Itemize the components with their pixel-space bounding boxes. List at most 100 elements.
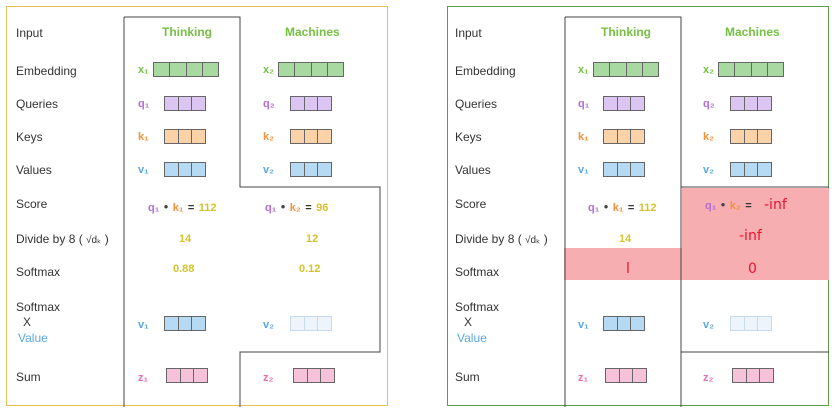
k2-label: k₂ — [703, 131, 715, 143]
softmax-1-value: l — [626, 261, 630, 277]
q1-label: q₁ — [138, 98, 150, 110]
word-thinking: Thinking — [162, 25, 212, 39]
sqrt-dk: √dₖ — [525, 235, 541, 246]
score-1: q₁ • k₁ = 112 — [588, 199, 657, 215]
right-panel-masked: Input Embedding Queries Keys Values Scor… — [447, 6, 829, 407]
row-label-divide: Divide by 8 ( √dₖ ) — [455, 233, 548, 246]
k1-label: k₁ — [578, 131, 589, 143]
sv2-label: v₂ — [263, 319, 275, 331]
row-label-sum: Sum — [16, 370, 41, 384]
v1-vector — [164, 162, 206, 177]
k2-label: k₂ — [263, 131, 275, 143]
score-2-q: q₁ — [265, 202, 277, 214]
k1-vector — [164, 129, 206, 144]
score-2-eq: = — [745, 200, 752, 212]
row-label-keys: Keys — [16, 130, 43, 144]
row-label-softmax-x-value-value: Value — [18, 331, 48, 345]
score-2-q: q₁ — [705, 200, 717, 212]
row-label-embedding: Embedding — [16, 64, 77, 78]
k1-label: k₁ — [138, 131, 149, 143]
row-label-softmax: Softmax — [16, 265, 61, 279]
divide-2-value: 12 — [306, 233, 319, 245]
score-1: q₁ • k₁ = 112 — [148, 199, 217, 215]
q1-vector — [164, 96, 206, 111]
x2-label: x₂ — [263, 64, 275, 76]
score-1-q: q₁ — [588, 202, 600, 214]
score-2-eq: = — [305, 202, 312, 214]
score-2-dot: • — [720, 197, 726, 212]
row-label-softmax-x-value-a: Softmax — [16, 300, 61, 314]
k1-vector — [603, 129, 645, 144]
z2-vector — [732, 368, 774, 383]
row-label-score: Score — [455, 197, 487, 211]
z1-label: z₁ — [138, 372, 149, 384]
row-label-queries: Queries — [16, 97, 59, 111]
k2-vector — [730, 129, 772, 144]
z1-label: z₁ — [578, 372, 589, 384]
row-label-softmax-x-value-value: Value — [457, 331, 487, 345]
row-label-values: Values — [16, 163, 52, 177]
row-label-softmax-x-value-x: X — [464, 315, 473, 329]
score-1-eq: = — [627, 202, 635, 214]
z2-label: z₂ — [703, 372, 714, 384]
v1-label: v₁ — [578, 164, 589, 176]
score-2-k: k₂ — [729, 200, 741, 212]
score-1-value: 112 — [198, 202, 217, 214]
divide-text: Divide by 8 ( — [455, 232, 522, 246]
x1-label: x₁ — [578, 64, 589, 76]
v2-vector — [290, 162, 332, 177]
row-label-softmax-x-value-a: Softmax — [455, 300, 500, 314]
score-1-k: k₁ — [612, 202, 624, 214]
softmax-2-value: 0 — [748, 261, 757, 277]
v1-vector — [603, 162, 645, 177]
row-label-sum: Sum — [455, 370, 480, 384]
z1-vector — [605, 368, 647, 383]
v2-label: v₂ — [263, 164, 275, 176]
score-2-value: 96 — [316, 202, 329, 214]
word-machines: Machines — [725, 25, 780, 39]
v1-label: v₁ — [138, 164, 149, 176]
row-label-softmax-x-value-x: X — [23, 315, 32, 329]
score-1-value: 112 — [638, 202, 657, 214]
score-2: q₁ • k₂ = 96 — [265, 199, 328, 215]
score-2-dot: • — [280, 199, 286, 214]
divide-1-value: 14 — [179, 233, 192, 245]
q2-vector — [730, 96, 772, 111]
word-machines: Machines — [285, 25, 340, 39]
divide-close: ) — [543, 232, 548, 246]
row-label-input: Input — [455, 26, 482, 40]
softmax-2-value: 0.12 — [299, 263, 321, 275]
sv1-label: v₁ — [138, 319, 149, 331]
row-label-embedding: Embedding — [455, 64, 516, 78]
x1-label: x₁ — [138, 64, 149, 76]
row-label-score: Score — [16, 197, 48, 211]
z2-label: z₂ — [263, 372, 274, 384]
q1-label: q₁ — [578, 98, 590, 110]
q2-vector — [290, 96, 332, 111]
q1-vector — [603, 96, 645, 111]
x2-vector — [278, 62, 344, 77]
q2-label: q₂ — [703, 98, 715, 110]
divide-1-value: 14 — [619, 233, 632, 245]
x2-vector — [718, 62, 784, 77]
score-1-eq: = — [187, 202, 195, 214]
sqrt-dk: √dₖ — [86, 235, 102, 246]
softmax-1-value: 0.88 — [173, 263, 195, 275]
left-panel: Input Embedding Queries Keys Values Scor… — [6, 6, 388, 407]
v2-vector — [730, 162, 772, 177]
mask-region-softmax-column-1 — [564, 248, 682, 280]
score-1-q: q₁ — [148, 202, 160, 214]
sv2-vector-faded — [730, 316, 772, 331]
divide-text: Divide by 8 ( — [16, 232, 83, 246]
score-2-k: k₂ — [289, 202, 301, 214]
z2-vector — [293, 368, 335, 383]
z1-vector — [166, 368, 208, 383]
sv1-label: v₁ — [578, 319, 589, 331]
row-label-input: Input — [16, 26, 43, 40]
sv1-vector — [164, 316, 206, 331]
divide-close: ) — [104, 232, 109, 246]
q2-label: q₂ — [263, 98, 275, 110]
v2-label: v₂ — [703, 164, 715, 176]
x1-vector — [593, 62, 659, 77]
sv2-vector-faded — [290, 316, 332, 331]
